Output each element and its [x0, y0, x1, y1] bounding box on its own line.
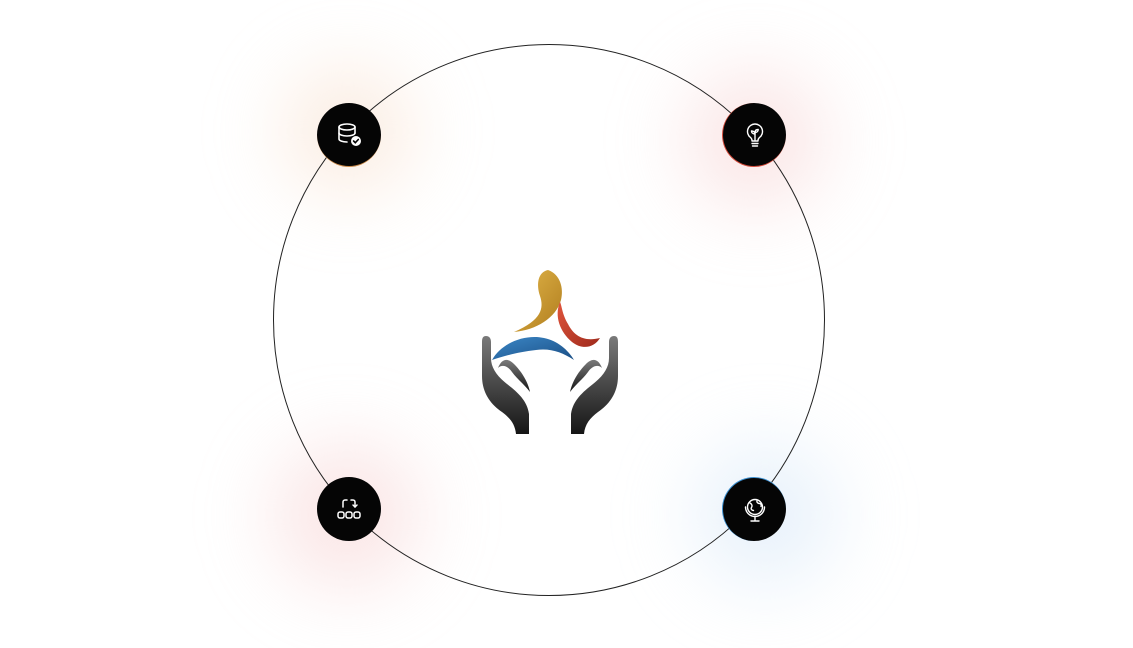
- right-hand-shape: [571, 336, 618, 434]
- database-check-icon: [338, 122, 361, 146]
- node-global[interactable]: [722, 477, 786, 541]
- red-flame-shape: [557, 302, 600, 347]
- blue-flame-shape: [492, 336, 574, 360]
- lightbulb-sprout-icon: [746, 122, 763, 147]
- node-workflow[interactable]: [317, 477, 381, 541]
- globe-stand-icon: [744, 498, 765, 522]
- hands-flame-logo: [482, 270, 618, 434]
- left-hand-shape: [482, 336, 529, 434]
- right-thumb-shape: [570, 359, 602, 392]
- gold-flame-shape: [514, 270, 562, 332]
- node-innovation[interactable]: [722, 103, 786, 167]
- workflow-icon: [337, 499, 361, 519]
- node-database[interactable]: [317, 103, 381, 167]
- left-thumb-shape: [498, 359, 530, 392]
- orbit-ring: [273, 44, 825, 596]
